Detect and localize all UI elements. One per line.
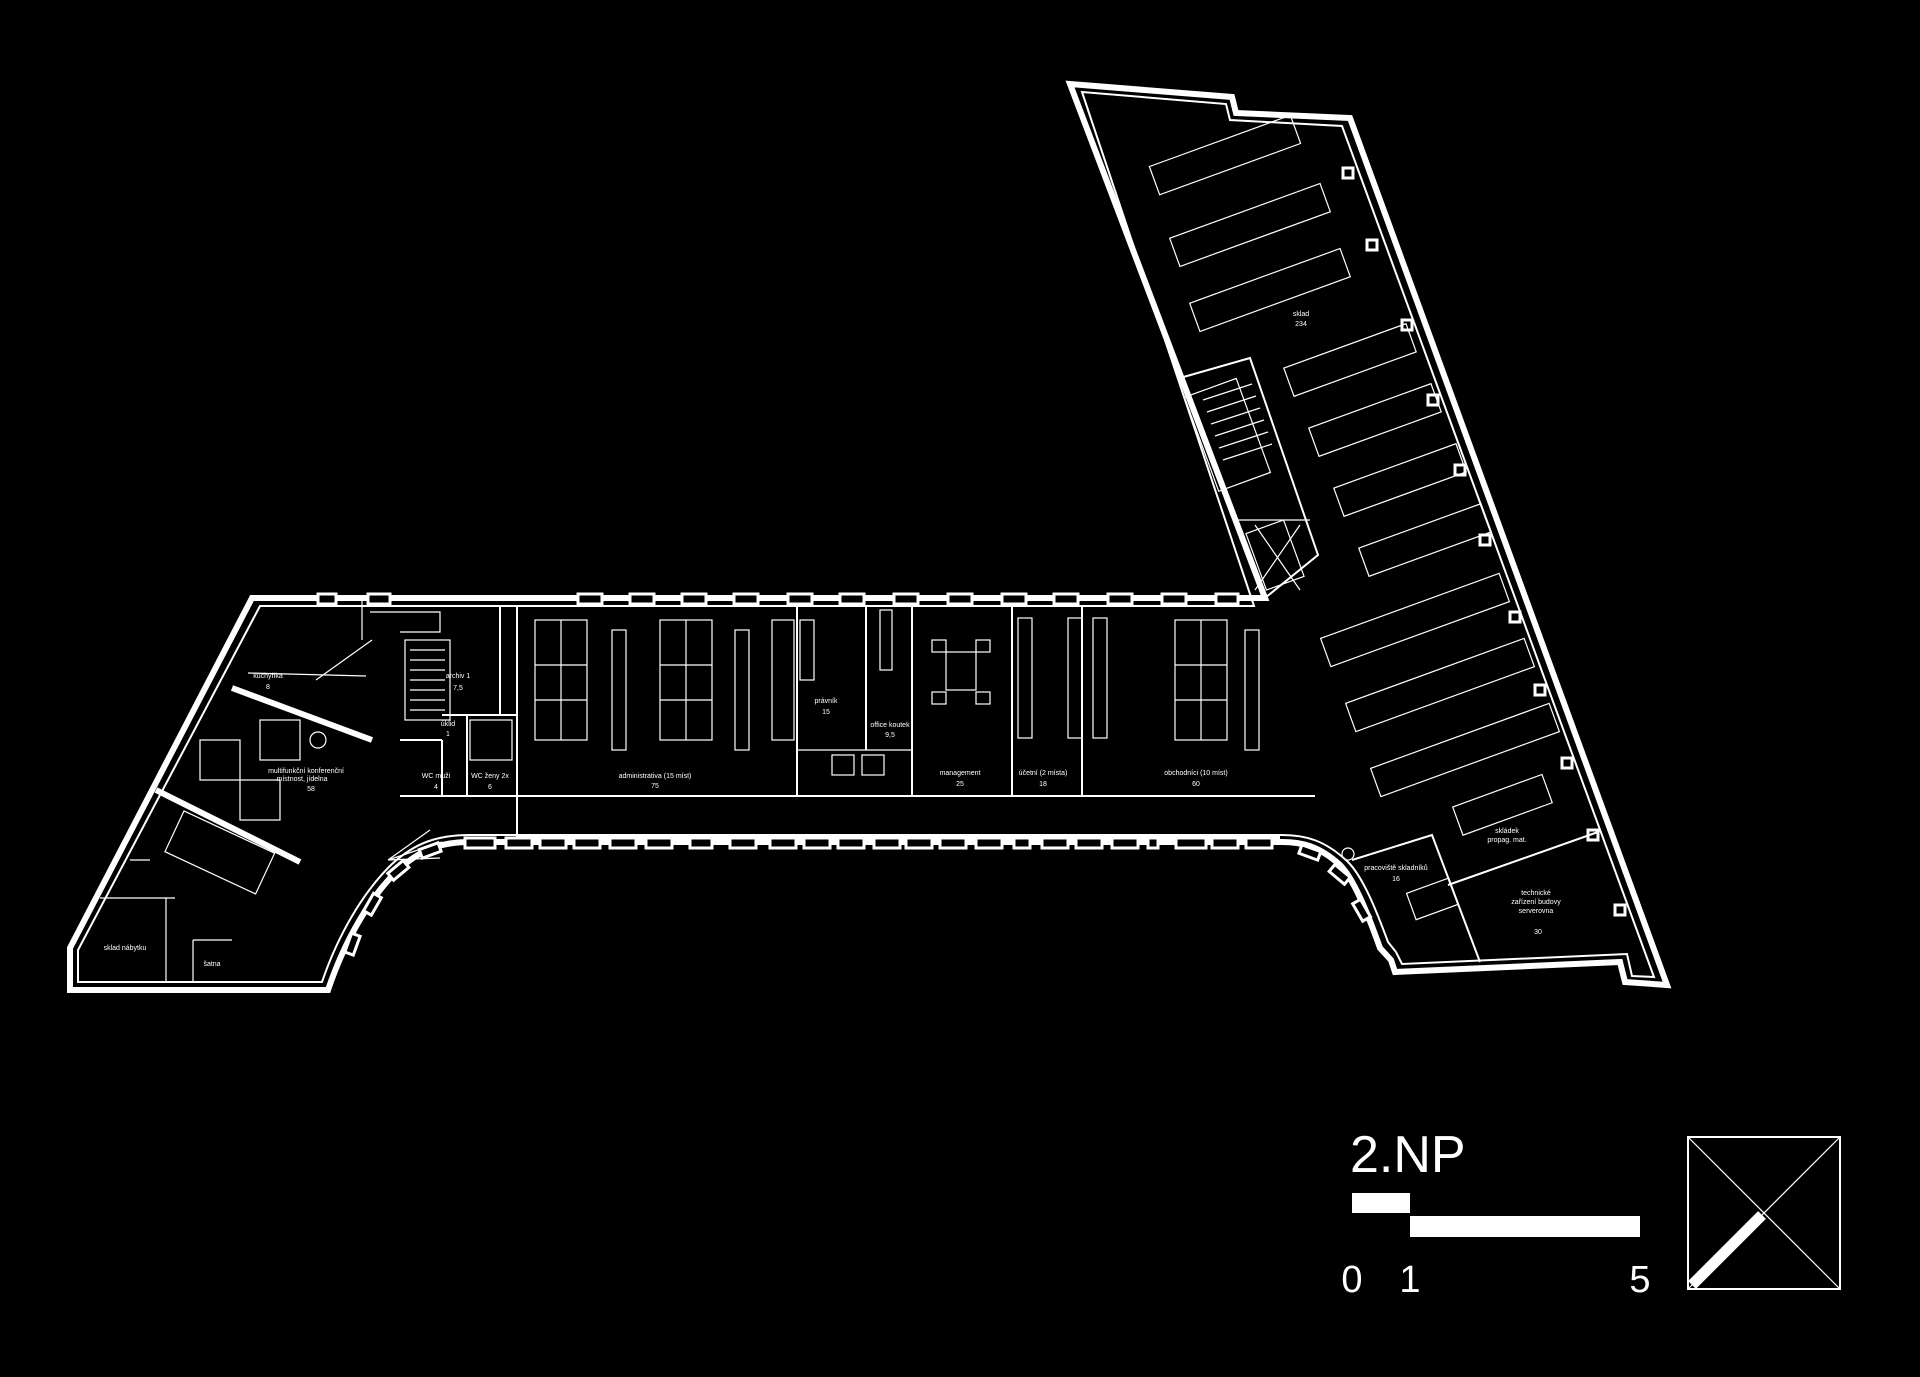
room-wc-muzi-area: 4 [434,784,438,791]
scale-label-0: 0 [1341,1259,1362,1301]
room-obchodnici-area: 60 [1192,781,1200,788]
room-office-koutek-area: 9,5 [885,732,895,739]
room-kuchynka-area: 8 [266,684,270,691]
room-skladek-name2: propag. mat. [1487,837,1526,844]
room-multifunkcni-name2: místnost, jídelna [277,776,328,783]
room-pracoviste-area: 16 [1392,876,1400,883]
room-office-koutek-name: office koutek [870,722,910,729]
room-satna-name: šatna [203,961,220,968]
room-wc-zeny-area: 6 [488,784,492,791]
scale-bar: 0 1 5 [1341,1193,1651,1301]
legend: 2.NP 0 1 5 [1341,1126,1841,1301]
room-management-area: 25 [956,781,964,788]
room-obchodnici-name: obchodníci (10 míst) [1164,770,1227,777]
room-pravnik-name: právník [815,698,838,705]
room-ucetni-name: účetní (2 místa) [1019,770,1068,777]
room-administrativa-area: 75 [651,783,659,790]
room-ucetni-area: 18 [1039,781,1047,788]
room-technicke-name: technické [1521,890,1551,897]
room-sklad-nabytku-name: sklad nábytku [104,945,147,952]
room-multifunkcni-name: multifunkční konferenční [268,768,344,775]
scale-label-5: 5 [1629,1259,1650,1301]
stair-right [1183,377,1273,492]
room-technicke-name3: serverovna [1519,908,1554,915]
room-wc-muzi-name: WC muži [422,773,451,780]
furniture [164,114,1561,921]
room-uklid-area: 1 [446,731,450,738]
stair-left [410,649,445,711]
room-administrativa-name: administrativa (15 míst) [619,773,692,780]
room-technicke-area: 30 [1534,929,1542,936]
room-pravnik-area: 15 [822,709,830,716]
room-sklad-area: 234 [1295,321,1307,328]
room-uklid-name: úklid [441,721,456,728]
room-pracoviste-name: pracoviště skladníků [1364,864,1428,872]
room-skladek-name: skládek [1495,828,1519,835]
room-kuchynka-name: kuchyňka [253,673,283,680]
room-multifunkcni-area: 58 [307,786,315,793]
room-labels: kuchyňka 8 multifunkční konferenční míst… [104,311,1562,968]
scale-label-1: 1 [1399,1259,1420,1301]
room-wc-zeny-name: WC ženy 2x [471,773,509,780]
room-management-name: management [940,770,981,777]
windows-top [316,592,1240,606]
room-archiv-name: archiv 1 [446,673,471,680]
partitions [100,356,1599,982]
room-archiv-area: 7,5 [453,685,463,692]
windows-right-wing [1341,166,1627,917]
windows-corridor [342,836,1373,958]
floor-title: 2.NP [1350,1126,1466,1184]
room-technicke-name2: zařízení budovy [1511,899,1561,906]
outer-walls [67,80,1672,993]
north-arrow-icon [1687,1136,1841,1290]
room-sklad-name: sklad [1293,311,1309,318]
